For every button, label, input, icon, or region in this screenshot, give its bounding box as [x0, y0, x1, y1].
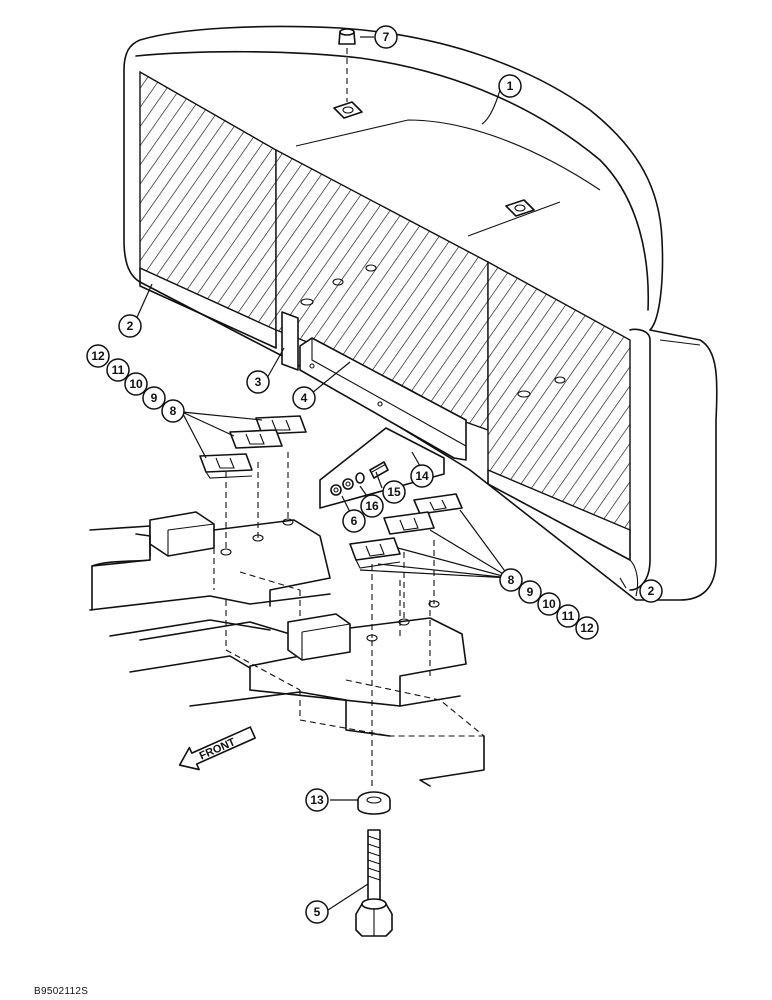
callout-12-right-label: 12	[580, 621, 594, 635]
plug	[338, 28, 356, 102]
callout-4-label: 4	[301, 391, 308, 405]
callout-9-right: 9	[518, 580, 542, 604]
callout-11-left-label: 11	[112, 363, 125, 377]
callout-4: 4	[292, 386, 316, 410]
callout-6: 6	[342, 509, 366, 533]
callout-15-label: 15	[387, 485, 401, 499]
callout-11-left: 11	[106, 358, 130, 382]
panel-holes	[300, 264, 566, 398]
callout-8-left: 8	[161, 399, 185, 423]
lower-frame	[129, 580, 485, 787]
callout-7-label: 7	[383, 30, 390, 44]
callout-16: 16	[360, 494, 384, 518]
callout-7: 7	[374, 25, 398, 49]
callout-2-left: 2	[118, 314, 142, 338]
callout-13: 13	[305, 788, 329, 812]
callout-8-left-label: 8	[170, 404, 177, 418]
callout-8-right-label: 8	[508, 573, 515, 587]
callout-6-label: 6	[351, 514, 358, 528]
callout-9-right-label: 9	[527, 585, 534, 599]
lifting-eye-pads	[333, 101, 535, 217]
callout-14-label: 14	[415, 469, 429, 483]
front-direction-arrow: FRONT	[178, 726, 256, 771]
callout-2-right: 2	[639, 579, 663, 603]
bolt	[355, 829, 393, 937]
drawing-number: B9502112S	[34, 986, 89, 997]
callout-10-left: 10	[124, 372, 148, 396]
callout-13-label: 13	[310, 793, 324, 807]
callout-12-left-label: 12	[91, 349, 105, 363]
callout-9-left: 9	[142, 386, 166, 410]
callout-11-right-label: 11	[562, 609, 575, 623]
callout-5: 5	[305, 900, 329, 924]
shims-right	[349, 493, 463, 569]
washer	[357, 791, 391, 815]
callout-12-left: 12	[86, 344, 110, 368]
bracket	[281, 311, 299, 371]
callout-14: 14	[410, 464, 434, 488]
callout-10-left-label: 10	[129, 377, 143, 391]
callout-15: 15	[382, 480, 406, 504]
callout-12-right: 12	[575, 616, 599, 640]
callout-3-label: 3	[255, 375, 262, 389]
front-label: FRONT	[198, 736, 238, 762]
callout-3: 3	[246, 370, 270, 394]
bolt-axis-lines	[225, 452, 435, 790]
callout-8-right: 8	[499, 568, 523, 592]
callout-5-label: 5	[314, 905, 321, 919]
callout-2-left-label: 2	[127, 319, 134, 333]
callout-16-label: 16	[365, 499, 379, 513]
callout-11-right: 11	[556, 604, 580, 628]
hardware-set	[330, 461, 389, 496]
callout-1: 1	[498, 74, 522, 98]
callout-10-right-label: 10	[542, 597, 556, 611]
callout-2-right-label: 2	[648, 584, 655, 598]
callout-1-label: 1	[507, 79, 514, 93]
counterweight-skirt	[139, 267, 639, 597]
callout-9-left-label: 9	[151, 391, 158, 405]
shims-left	[199, 415, 307, 479]
callout-10-right: 10	[537, 592, 561, 616]
upper-frame	[89, 511, 331, 637]
